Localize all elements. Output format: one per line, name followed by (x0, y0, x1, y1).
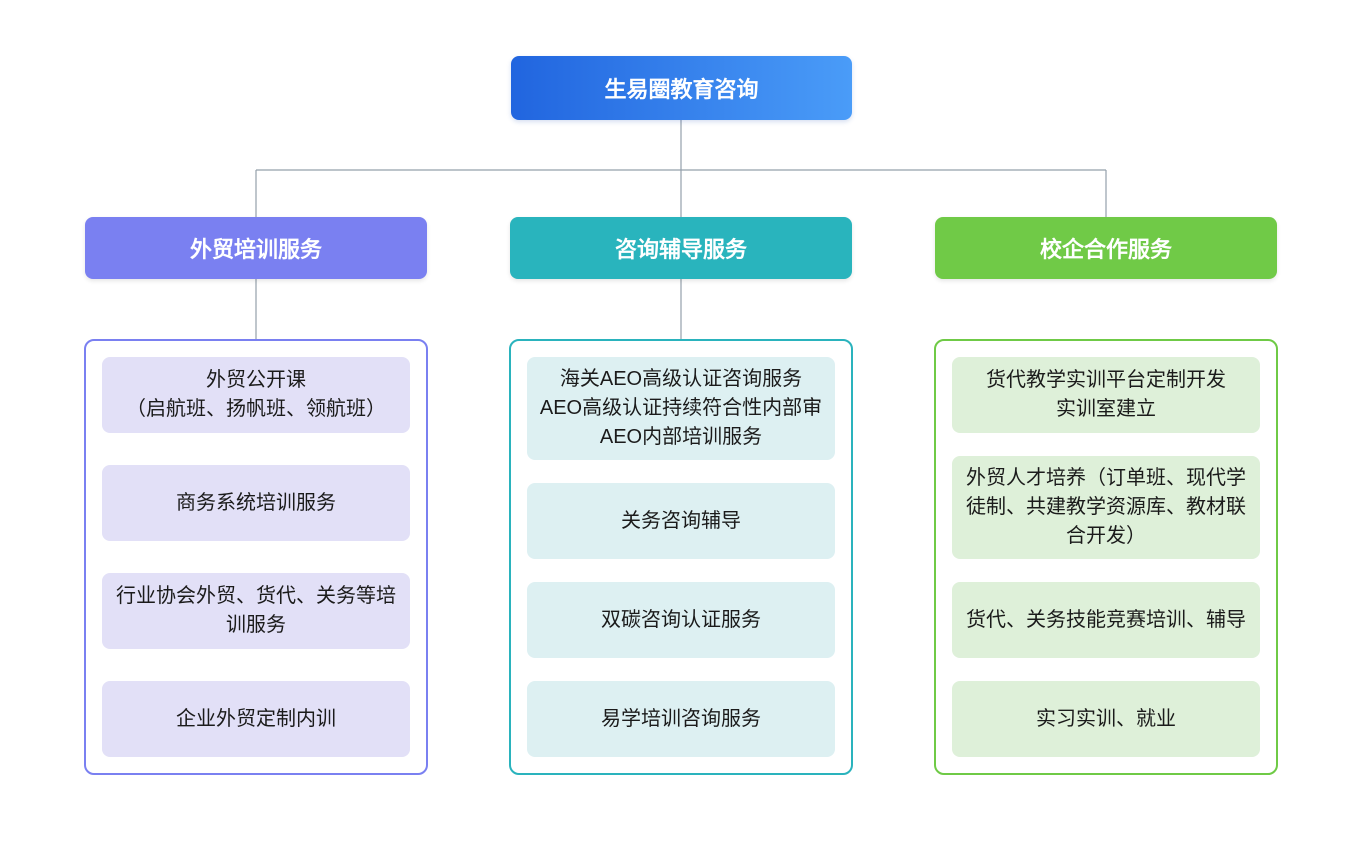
branch-header-label: 咨询辅导服务 (614, 237, 747, 262)
branch-header-label: 外贸培训服务 (189, 237, 322, 262)
branch-header-school-enterprise: 校企合作服务 (935, 217, 1277, 279)
branch-group-consulting: 海关AEO高级认证咨询服务 AEO高级认证持续符合性内部审 AEO内部培训服务 … (509, 339, 853, 775)
branch-item: 易学培训咨询服务 (527, 681, 835, 757)
branch-item: 关务咨询辅导 (527, 483, 835, 559)
branch-item: 商务系统培训服务 (102, 465, 410, 541)
branch-item: 外贸公开课 （启航班、扬帆班、领航班） (102, 357, 410, 433)
branch-item: 行业协会外贸、货代、关务等培训服务 (102, 573, 410, 649)
branch-header-trade-training: 外贸培训服务 (85, 217, 427, 279)
branch-item: 外贸人才培养（订单班、现代学徒制、共建教学资源库、教材联合开发） (952, 456, 1260, 559)
branch-item: 货代教学实训平台定制开发 实训室建立 (952, 357, 1260, 433)
branch-header-label: 校企合作服务 (1039, 237, 1172, 262)
root-node-label: 生易圈教育咨询 (604, 77, 759, 102)
branch-header-consulting: 咨询辅导服务 (510, 217, 852, 279)
branch-item: 海关AEO高级认证咨询服务 AEO高级认证持续符合性内部审 AEO内部培训服务 (527, 357, 835, 460)
branch-item: 实习实训、就业 (952, 681, 1260, 757)
branch-group-school-enterprise: 货代教学实训平台定制开发 实训室建立 外贸人才培养（订单班、现代学徒制、共建教学… (934, 339, 1278, 775)
branch-item: 货代、关务技能竞赛培训、辅导 (952, 582, 1260, 658)
branch-item: 企业外贸定制内训 (102, 681, 410, 757)
branch-item: 双碳咨询认证服务 (527, 582, 835, 658)
root-node: 生易圈教育咨询 (511, 56, 852, 120)
branch-group-trade-training: 外贸公开课 （启航班、扬帆班、领航班） 商务系统培训服务 行业协会外贸、货代、关… (84, 339, 428, 775)
